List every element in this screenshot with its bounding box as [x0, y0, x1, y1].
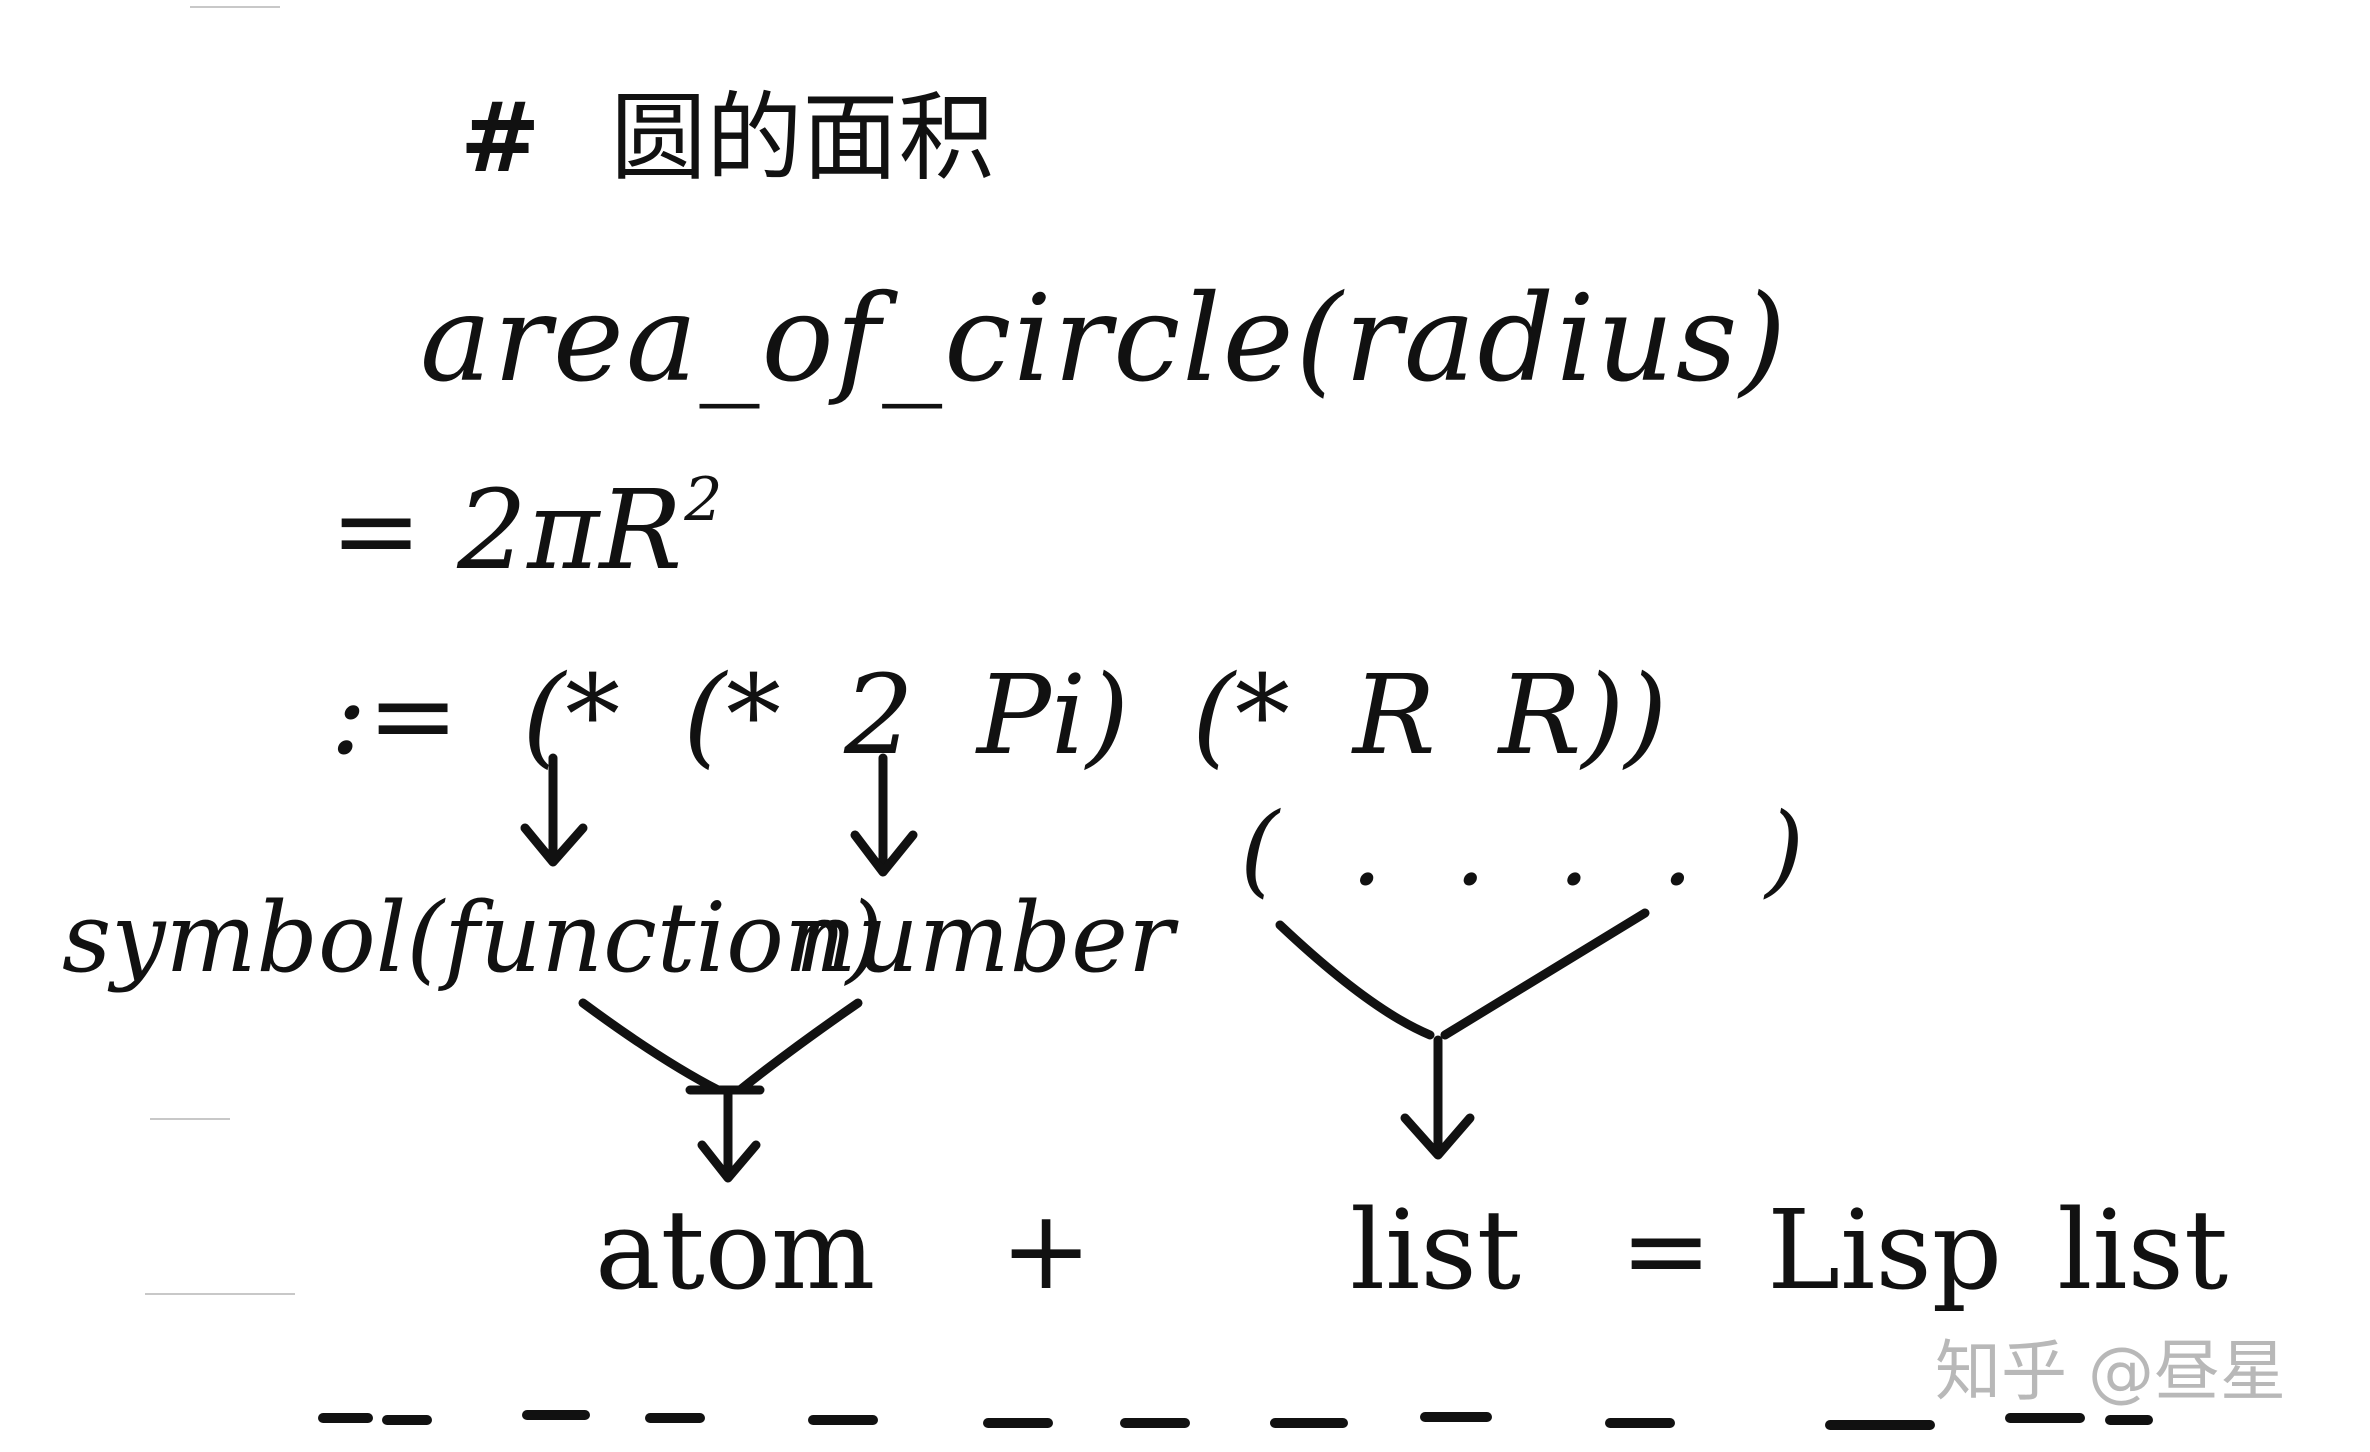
footer-dash-9	[1420, 1412, 1492, 1422]
footer-dash-8	[1270, 1418, 1348, 1428]
zhihu-watermark: 知乎 @昼星	[1935, 1333, 2286, 1410]
footer-dash-2	[382, 1415, 432, 1425]
math-equation-prefix: = 2πR	[330, 466, 683, 594]
merge-arrow-to-atom	[578, 998, 863, 1183]
paper-rule-left-top	[150, 1118, 230, 1120]
math-equation: = 2πR2	[330, 470, 722, 585]
merge-arrow-to-list	[1275, 908, 1650, 1160]
paper-rule-left-bottom	[145, 1293, 295, 1295]
footer-dash-10	[1605, 1418, 1675, 1428]
footer-dash-6	[983, 1418, 1053, 1428]
footer-dash-7	[1120, 1418, 1190, 1428]
title-text: 圆的面积	[610, 82, 995, 194]
function-signature: area_of_circle(radius)	[420, 270, 1789, 409]
math-equation-exponent: 2	[684, 465, 723, 535]
arrow-to-number	[850, 753, 918, 877]
label-number: number	[795, 882, 1174, 994]
footer-dash-12	[2005, 1413, 2085, 1423]
footer-dash-5	[808, 1415, 878, 1425]
footer-dash-11	[1825, 1420, 1935, 1430]
term-list: list	[1350, 1186, 1522, 1314]
footer-dash-4	[645, 1413, 705, 1423]
footer-dash-3	[522, 1410, 590, 1420]
list-placeholder: ( . . . . )	[1240, 791, 1825, 908]
note-title: #圆的面积	[460, 90, 994, 187]
term-plus: +	[1000, 1186, 1093, 1314]
lisp-definition: := (* (* 2 Pi) (* R R))	[330, 651, 1668, 779]
term-lisp-list-result: = Lisp list	[1620, 1186, 2229, 1314]
footer-dash-13	[2105, 1415, 2153, 1425]
term-atom: atom	[595, 1186, 876, 1314]
arrow-to-symbol	[520, 753, 588, 867]
paper-rule-top	[190, 6, 280, 8]
footer-dash-1	[318, 1413, 373, 1423]
label-symbol-function: symbol(function)	[62, 882, 884, 994]
title-hash: #	[460, 81, 541, 194]
